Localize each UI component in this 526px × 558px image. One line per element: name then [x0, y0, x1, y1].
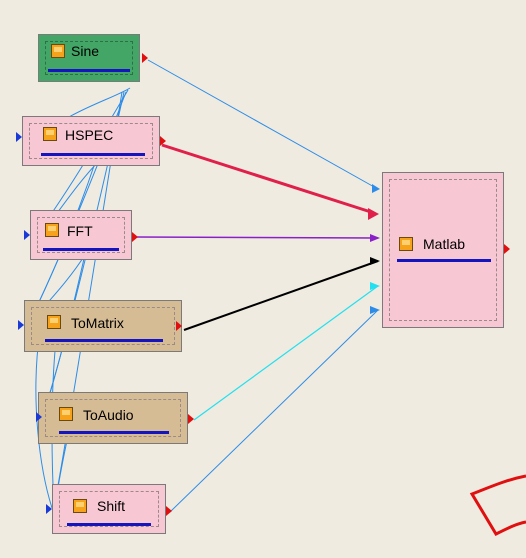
node-label: FFT: [67, 223, 93, 239]
arrow-toaudio: [370, 282, 380, 290]
node-underline: [45, 339, 163, 342]
node-status-led-icon[interactable]: [43, 127, 57, 141]
node-status-led-icon[interactable]: [47, 315, 61, 329]
arrow-shift: [370, 306, 380, 314]
node-status-led-icon[interactable]: [45, 223, 59, 237]
node-hspec[interactable]: HSPEC: [22, 116, 160, 166]
node-underline: [48, 69, 130, 72]
wire-hspec-matlab: [161, 143, 375, 215]
node-status-led-icon[interactable]: [51, 44, 65, 58]
node-label: ToMatrix: [71, 315, 124, 331]
node-toaudio[interactable]: ToAudio: [38, 392, 188, 444]
node-label: Shift: [97, 498, 126, 514]
arrow-hspec: [368, 208, 379, 220]
node-frame: [389, 179, 497, 321]
selection-arc: [469, 474, 526, 536]
node-underline: [59, 431, 169, 434]
node-label: Matlab: [423, 236, 466, 252]
node-label: ToAudio: [83, 407, 134, 423]
node-status-led-icon[interactable]: [59, 407, 73, 421]
node-sine[interactable]: Sine: [38, 34, 140, 82]
arrow-sine: [372, 184, 380, 193]
toaudio-input-port-icon[interactable]: [36, 412, 42, 422]
node-shift[interactable]: Shift: [52, 484, 166, 534]
node-matlab[interactable]: Matlab: [382, 172, 504, 328]
arrow-fft: [370, 234, 380, 242]
node-frame: [29, 123, 153, 159]
hspec-input-port-icon[interactable]: [16, 132, 22, 142]
wire-left-shift: [35, 329, 53, 509]
fft-input-port-icon[interactable]: [24, 230, 30, 240]
wire-fft-matlab: [135, 236, 377, 239]
node-label: HSPEC: [65, 127, 114, 143]
tomatrix-input-port-icon[interactable]: [18, 320, 24, 330]
sine-output-port-icon[interactable]: [142, 53, 148, 63]
node-frame: [45, 41, 133, 75]
node-underline: [67, 523, 151, 526]
hspec-output-port-icon[interactable]: [160, 136, 166, 146]
wire-shift-matlab: [169, 309, 379, 513]
shift-input-port-icon[interactable]: [46, 504, 52, 514]
wire-tomatrix-matlab: [183, 260, 379, 331]
node-frame: [59, 491, 159, 527]
tomatrix-output-port-icon[interactable]: [176, 321, 182, 331]
shift-output-port-icon[interactable]: [166, 506, 172, 516]
node-frame: [31, 307, 175, 345]
matlab-output-port-icon[interactable]: [504, 244, 510, 254]
arrow-tomatrix: [370, 257, 380, 265]
node-fft[interactable]: FFT: [30, 210, 132, 260]
wire-sine-matlab: [147, 59, 377, 189]
node-frame: [37, 217, 125, 253]
node-status-led-icon[interactable]: [73, 499, 87, 513]
node-underline: [43, 248, 119, 251]
node-underline: [41, 153, 145, 156]
toaudio-output-port-icon[interactable]: [188, 414, 194, 424]
node-status-led-icon[interactable]: [399, 237, 413, 251]
fft-output-port-icon[interactable]: [132, 232, 138, 242]
wire-toaudio-matlab: [193, 285, 379, 421]
node-frame: [45, 399, 181, 437]
node-label: Sine: [71, 43, 100, 59]
node-underline: [397, 259, 491, 262]
node-tomatrix[interactable]: ToMatrix: [24, 300, 182, 352]
